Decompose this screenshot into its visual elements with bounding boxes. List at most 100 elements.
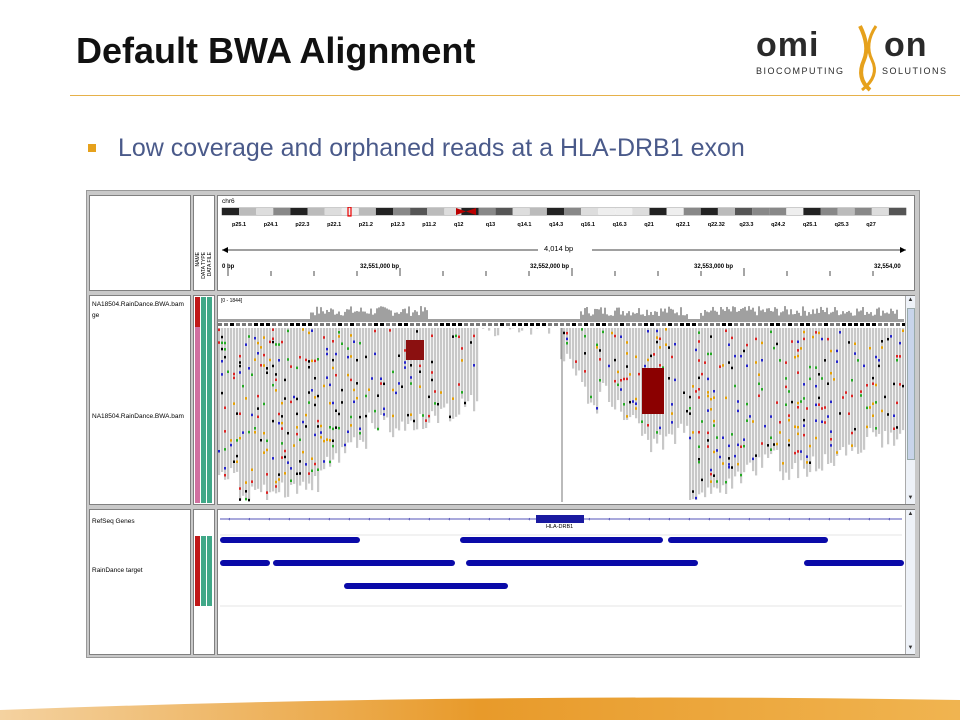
- mismatch: [233, 376, 235, 380]
- read-column: [242, 328, 245, 496]
- coverage-bar: [668, 306, 670, 322]
- mismatch: [806, 455, 808, 458]
- coverage-bar: [892, 311, 894, 322]
- band-label: q23.3: [739, 222, 753, 227]
- read-column: [449, 328, 452, 422]
- mismatch: [803, 418, 805, 422]
- target-track-name[interactable]: RainDance target: [92, 567, 143, 574]
- mismatch: [740, 473, 742, 477]
- mismatch: [227, 370, 229, 374]
- mismatch: [263, 364, 265, 367]
- mismatch: [401, 385, 403, 388]
- bullet-text: Low coverage and orphaned reads at a HLA…: [118, 134, 745, 162]
- mismatch: [308, 401, 310, 404]
- mismatch: [230, 443, 232, 447]
- scroll-thumb[interactable]: [907, 308, 915, 460]
- read-column: [674, 328, 677, 444]
- mismatch: [629, 373, 631, 376]
- read-column: [377, 328, 380, 431]
- coverage-bar: [832, 311, 834, 322]
- ideogram-band: [752, 208, 770, 215]
- mismatch: [785, 403, 787, 406]
- strip-segment: [788, 323, 792, 326]
- mismatch: [281, 340, 283, 344]
- coverage-bar: [864, 314, 866, 322]
- read-column: [578, 328, 581, 371]
- ideogram-band: [324, 208, 342, 215]
- mismatch: [746, 343, 748, 347]
- strip-segment: [806, 323, 810, 326]
- read-column: [350, 328, 353, 443]
- mismatch: [689, 395, 691, 399]
- coverage-bar: [390, 310, 392, 322]
- coverage-bar: [326, 309, 328, 322]
- strip-segment: [836, 323, 840, 326]
- scroll-up-icon[interactable]: ▲: [907, 297, 914, 303]
- coverage-bar: [540, 319, 542, 322]
- coverage-bar: [434, 319, 436, 322]
- mismatch: [566, 337, 568, 341]
- strand-arrow: ‹: [648, 516, 650, 523]
- coverage-bar: [720, 307, 722, 322]
- gene-exon: [536, 515, 584, 523]
- coverage-bar: [226, 319, 228, 322]
- coverage-track-name[interactable]: NA18504.RainDance.BWA.bam: [92, 301, 184, 308]
- ideogram-band: [358, 208, 376, 215]
- read-column: [560, 328, 563, 360]
- strip-segment: [440, 323, 444, 326]
- strip-segment: [704, 323, 708, 326]
- mismatch: [284, 378, 286, 382]
- mismatch: [302, 420, 304, 424]
- read-column: [509, 328, 512, 330]
- mismatch: [392, 370, 394, 374]
- mismatch: [284, 397, 286, 400]
- mismatch: [305, 358, 307, 362]
- strip-segment: [476, 323, 480, 326]
- mismatch: [458, 335, 460, 339]
- mismatch: [830, 438, 832, 441]
- read-column: [602, 328, 605, 384]
- mismatch: [755, 454, 757, 457]
- mismatch: [614, 379, 616, 383]
- strip-segment: [296, 323, 300, 326]
- feature-scroll-up-icon[interactable]: ▲: [907, 511, 914, 517]
- mismatch: [806, 407, 808, 410]
- mismatch: [419, 370, 421, 373]
- mismatch: [263, 431, 265, 435]
- mismatch: [329, 383, 331, 387]
- strand-arrow: ‹: [428, 516, 430, 523]
- coverage-bar: [232, 319, 234, 322]
- alignment-track-name[interactable]: NA18504.RainDance.BWA.bam: [92, 413, 184, 420]
- coverage-bar: [246, 319, 248, 322]
- strand-arrow: ‹: [788, 516, 790, 523]
- feature-view[interactable]: ‹‹‹‹‹‹‹‹‹‹‹‹‹‹‹‹‹‹‹‹‹‹‹‹‹‹‹‹‹‹‹‹‹‹: [218, 510, 906, 654]
- coverage-bar: [344, 311, 346, 322]
- scroll-down-icon[interactable]: ▼: [907, 495, 914, 501]
- refseq-track-name[interactable]: RefSeq Genes: [92, 518, 135, 525]
- coverage-bar: [552, 319, 554, 322]
- data-scrollbar[interactable]: ▲ ▼: [905, 296, 915, 504]
- alignment-view[interactable]: [218, 296, 906, 504]
- feature-scrollbar[interactable]: ▲ ▼: [905, 510, 915, 654]
- coverage-bar: [786, 309, 788, 322]
- coverage-bar: [538, 319, 540, 322]
- read-column: [635, 328, 638, 419]
- coverage-bar: [710, 310, 712, 322]
- mismatch: [311, 457, 313, 460]
- coverage-bar: [764, 312, 766, 322]
- mismatch: [356, 358, 358, 362]
- coverage-bar: [702, 315, 704, 322]
- mismatch: [725, 396, 727, 400]
- coverage-bar: [514, 319, 516, 322]
- mismatch: [821, 377, 823, 380]
- mismatch: [290, 365, 292, 368]
- mismatch: [257, 394, 259, 398]
- mismatch: [305, 425, 307, 428]
- mismatch: [356, 396, 358, 400]
- mismatch: [785, 361, 787, 364]
- mismatch: [332, 439, 334, 443]
- mismatch: [374, 329, 376, 333]
- feature-scroll-down-icon[interactable]: ▼: [907, 645, 914, 651]
- coverage-bar: [858, 311, 860, 322]
- coverage-bar: [306, 319, 308, 322]
